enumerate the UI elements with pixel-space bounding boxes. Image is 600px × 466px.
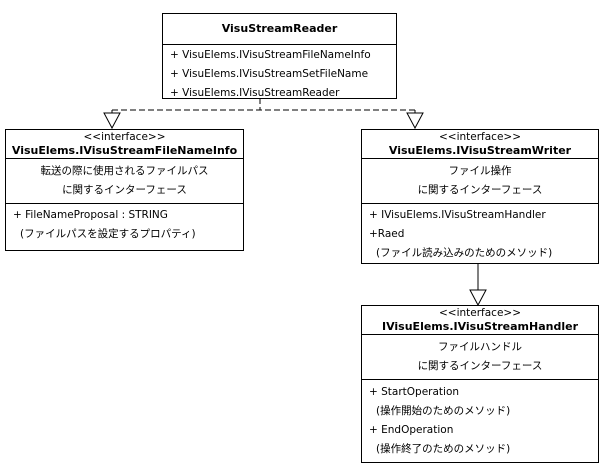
interface-member: + FileNameProposal : STRING	[13, 209, 168, 221]
class-visustreamreader: VisuStreamReader + VisuElems.IVisuStream…	[162, 13, 397, 99]
class-title: VisuStreamReader	[221, 22, 338, 35]
class-member: + VisuElems.IVisuStreamFileNameInfo	[170, 49, 371, 61]
interface-title: VisuElems.IVisuStreamWriter	[388, 144, 572, 157]
interface-writer: <<interface>> VisuElems.IVisuStreamWrite…	[361, 129, 599, 264]
interface-title: VisuElems.IVisuStreamFileNameInfo	[11, 144, 238, 157]
realization-arrowhead-right	[406, 112, 424, 130]
realization-connector	[103, 98, 424, 130]
stereotype: <<interface>>	[438, 307, 522, 319]
description-line: 転送の際に使用されるファイルパス	[40, 165, 209, 177]
interface-member: + StartOperation	[369, 386, 460, 398]
class-member: + VisuElems.IVisuStreamReader	[170, 87, 340, 99]
interface-title: IVisuElems.IVisuStreamHandler	[382, 320, 578, 333]
member-note: (操作終了のためのメソッド)	[376, 443, 511, 455]
stereotype: <<interface>>	[438, 131, 522, 143]
interface-handler: <<interface>> IVisuElems.IVisuStreamHand…	[361, 305, 599, 463]
generalization-arrowhead	[469, 289, 487, 307]
interface-member: + EndOperation	[369, 424, 454, 436]
interface-member: + IVisuElems.IVisuStreamHandler	[369, 209, 546, 221]
description-line: に関するインターフェース	[417, 184, 543, 196]
description-line: に関するインターフェース	[62, 184, 187, 196]
description-line: ファイルハンドル	[438, 341, 522, 353]
class-member: + VisuElems.IVisuStreamSetFileName	[170, 68, 369, 80]
description-line: に関するインターフェース	[417, 360, 543, 372]
stereotype: <<interface>>	[83, 131, 166, 143]
interface-member: +Raed	[369, 228, 405, 240]
interface-filenameinfo: <<interface>> VisuElems.IVisuStreamFileN…	[5, 129, 244, 251]
member-note: (ファイル読み込みのためのメソッド)	[376, 247, 553, 259]
description-line: ファイル操作	[448, 165, 512, 177]
generalization-connector	[469, 263, 487, 307]
member-note: (ファイルパスを設定するプロパティ)	[20, 228, 196, 240]
realization-arrowhead-left	[103, 112, 121, 130]
member-note: (操作開始のためのメソッド)	[376, 405, 511, 417]
